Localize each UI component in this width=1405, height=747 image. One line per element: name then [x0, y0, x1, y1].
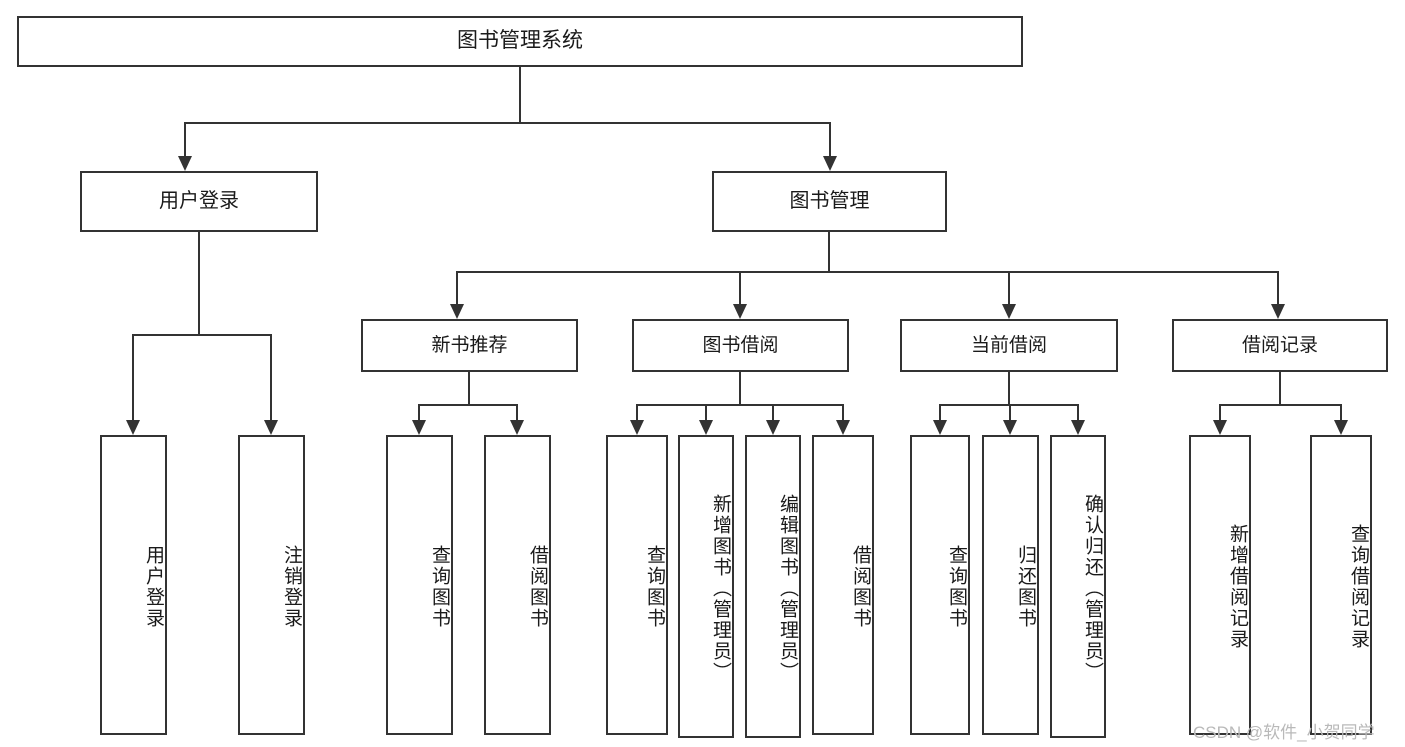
connector-book-borrow-to-leaves-drop-0: [636, 404, 638, 420]
connector-user-login-to-leaves-arrowhead-0: [126, 420, 140, 435]
connector-current-borrow-to-leaves-arrowhead-1: [1003, 420, 1017, 435]
node-leaf-add-record[interactable]: 新增借阅记录: [1189, 435, 1251, 735]
node-leaf-query-book-2[interactable]: 查询图书: [606, 435, 668, 735]
connector-root-to-level2-drop-1: [829, 122, 831, 156]
connector-current-borrow-to-leaves-drop-1: [1009, 404, 1011, 420]
node-leaf-query-book-2-label: 查询图书: [644, 545, 665, 629]
connector-book-borrow-to-leaves-arrowhead-3: [836, 420, 850, 435]
node-new-book-recommend[interactable]: 新书推荐: [361, 319, 578, 372]
node-book-borrow[interactable]: 图书借阅: [632, 319, 849, 372]
connector-current-borrow-to-leaves-arrowhead-2: [1071, 420, 1085, 435]
connector-root-to-level2-arrowhead-0: [178, 156, 192, 171]
node-leaf-add-record-label: 新增借阅记录: [1227, 524, 1248, 650]
node-leaf-edit-book[interactable]: 编辑图书（管理员）: [745, 435, 801, 738]
node-leaf-add-book[interactable]: 新增图书（管理员）: [678, 435, 734, 738]
node-user-login[interactable]: 用户登录: [80, 171, 318, 232]
connector-borrow-record-to-leaves-stem: [1279, 372, 1281, 404]
connector-user-login-to-leaves-arrowhead-1: [264, 420, 278, 435]
connector-book-borrow-to-leaves-arrowhead-1: [699, 420, 713, 435]
connector-current-borrow-to-leaves-stem: [1008, 372, 1010, 404]
connector-borrow-record-to-leaves-drop-1: [1340, 404, 1342, 420]
connector-book-borrow-to-leaves-drop-2: [772, 404, 774, 420]
node-current-borrow-label: 当前借阅: [970, 334, 1047, 356]
connector-borrow-record-to-leaves-arrowhead-1: [1334, 420, 1348, 435]
connector-book-borrow-to-leaves-stem: [739, 372, 741, 404]
connector-book-manage-to-level3-arrowhead-1: [733, 304, 747, 319]
connector-book-borrow-to-leaves-bar: [637, 404, 843, 406]
node-leaf-query-record-label: 查询借阅记录: [1348, 524, 1369, 650]
connector-current-borrow-to-leaves-drop-2: [1077, 404, 1079, 420]
node-leaf-user-login[interactable]: 用户登录: [100, 435, 167, 735]
connector-root-to-level2-arrowhead-1: [823, 156, 837, 171]
node-leaf-confirm-return[interactable]: 确认归还（管理员）: [1050, 435, 1106, 738]
connector-book-manage-to-level3-drop-1: [739, 271, 741, 304]
node-leaf-return-book-label: 归还图书: [1015, 545, 1036, 629]
connector-book-manage-to-level3-bar: [457, 271, 1278, 273]
node-leaf-query-book-1[interactable]: 查询图书: [386, 435, 453, 735]
connector-new-book-to-leaves-drop-1: [516, 404, 518, 420]
node-leaf-logout[interactable]: 注销登录: [238, 435, 305, 735]
connector-user-login-to-leaves-drop-0: [132, 334, 134, 420]
node-leaf-borrow-book-2[interactable]: 借阅图书: [812, 435, 874, 735]
connector-new-book-to-leaves-drop-0: [418, 404, 420, 420]
connector-borrow-record-to-leaves-bar: [1220, 404, 1341, 406]
connector-book-borrow-to-leaves-drop-1: [705, 404, 707, 420]
connector-current-borrow-to-leaves-drop-0: [939, 404, 941, 420]
connector-new-book-to-leaves-stem: [468, 372, 470, 404]
connector-book-manage-to-level3-arrowhead-3: [1271, 304, 1285, 319]
node-book-manage-label: 图书管理: [789, 190, 870, 212]
connector-new-book-to-leaves-bar: [419, 404, 517, 406]
connector-user-login-to-leaves-bar: [133, 334, 271, 336]
connector-borrow-record-to-leaves-arrowhead-0: [1213, 420, 1227, 435]
node-leaf-logout-label: 注销登录: [281, 545, 302, 629]
node-book-manage[interactable]: 图书管理: [712, 171, 947, 232]
connector-user-login-to-leaves-drop-1: [270, 334, 272, 420]
connector-current-borrow-to-leaves-arrowhead-0: [933, 420, 947, 435]
connector-book-borrow-to-leaves-arrowhead-2: [766, 420, 780, 435]
node-current-borrow[interactable]: 当前借阅: [900, 319, 1118, 372]
connector-new-book-to-leaves-arrowhead-0: [412, 420, 426, 435]
connector-new-book-to-leaves-arrowhead-1: [510, 420, 524, 435]
connector-book-borrow-to-leaves-drop-3: [842, 404, 844, 420]
node-new-book-recommend-label: 新书推荐: [431, 334, 508, 356]
connector-borrow-record-to-leaves-drop-0: [1219, 404, 1221, 420]
node-leaf-query-book-3-label: 查询图书: [946, 545, 967, 629]
node-leaf-query-book-3[interactable]: 查询图书: [910, 435, 970, 735]
connector-user-login-to-leaves-stem: [198, 232, 200, 334]
node-leaf-confirm-return-label: 确认归还（管理员）: [1082, 494, 1103, 683]
connector-book-manage-to-level3-arrowhead-0: [450, 304, 464, 319]
node-root-label: 图书管理系统: [457, 29, 583, 53]
connector-root-to-level2-bar: [185, 122, 830, 124]
node-leaf-query-book-1-label: 查询图书: [429, 545, 450, 629]
connector-book-borrow-to-leaves-arrowhead-0: [630, 420, 644, 435]
node-leaf-borrow-book-1[interactable]: 借阅图书: [484, 435, 551, 735]
node-user-login-label: 用户登录: [159, 190, 239, 212]
node-leaf-edit-book-label: 编辑图书（管理员）: [777, 494, 798, 683]
node-book-borrow-label: 图书借阅: [702, 334, 779, 356]
node-leaf-return-book[interactable]: 归还图书: [982, 435, 1039, 735]
watermark-label: CSDN @软件_小贺同学: [1193, 723, 1375, 742]
connector-book-manage-to-level3-drop-3: [1277, 271, 1279, 304]
connector-book-manage-to-level3-drop-0: [456, 271, 458, 304]
node-leaf-query-record[interactable]: 查询借阅记录: [1310, 435, 1372, 735]
connector-root-to-level2-drop-0: [184, 122, 186, 156]
node-leaf-borrow-book-2-label: 借阅图书: [850, 545, 871, 629]
connector-book-manage-to-level3-arrowhead-2: [1002, 304, 1016, 319]
connector-book-manage-to-level3-stem: [828, 232, 830, 271]
node-root[interactable]: 图书管理系统: [17, 16, 1023, 67]
connector-book-manage-to-level3-drop-2: [1008, 271, 1010, 304]
node-borrow-record-label: 借阅记录: [1241, 334, 1318, 356]
node-leaf-add-book-label: 新增图书（管理员）: [710, 494, 731, 683]
node-borrow-record[interactable]: 借阅记录: [1172, 319, 1388, 372]
connector-root-to-level2-stem: [519, 67, 521, 122]
node-leaf-borrow-book-1-label: 借阅图书: [527, 545, 548, 629]
node-leaf-user-login-label: 用户登录: [143, 545, 164, 629]
